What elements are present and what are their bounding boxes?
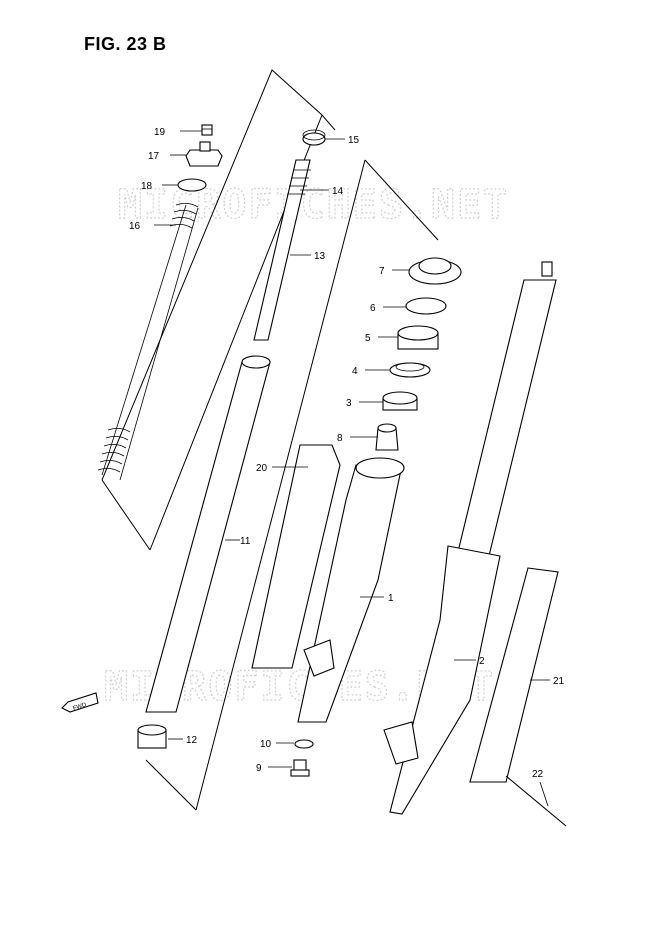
fwd-arrow-badge: FWD (61, 692, 99, 713)
callout-6: 6 (370, 303, 376, 314)
callout-13: 13 (314, 251, 326, 262)
part-2-fork-assembly (383, 261, 557, 815)
part-5-oil-seal (397, 325, 439, 350)
callout-18: 18 (141, 181, 153, 192)
callout-4: 4 (352, 366, 358, 377)
callout-14: 14 (332, 186, 344, 197)
part-15-ring (302, 129, 326, 146)
callout-8: 8 (337, 433, 343, 444)
part-8-oil-lock-piece (375, 423, 399, 451)
fwd-label: FWD (72, 702, 87, 712)
part-22-clamp-band (505, 775, 567, 827)
part-21-fork-guard (469, 567, 559, 783)
part-3-guide-bush (382, 391, 418, 411)
part-7-dust-seal (408, 257, 462, 285)
callout-20: 20 (256, 463, 268, 474)
part-callouts: 19 17 18 16 15 14 13 7 6 5 4 3 8 20 11 1… (129, 127, 565, 780)
callout-2: 2 (479, 656, 485, 667)
callout-22: 22 (532, 769, 544, 780)
callout-3: 3 (346, 398, 352, 409)
part-18-o-ring (177, 178, 207, 192)
callout-5: 5 (365, 333, 371, 344)
callout-17: 17 (148, 151, 160, 162)
part-1-outer-tube (297, 457, 405, 723)
callout-19: 19 (154, 127, 166, 138)
assembly-bracket-right (145, 159, 439, 811)
callout-16: 16 (129, 221, 141, 232)
part-4-seal-spacer (389, 362, 431, 378)
callout-12: 12 (186, 735, 198, 746)
part-16-fork-spring (97, 203, 199, 481)
figure-title: FIG. 23 B (84, 34, 167, 54)
part-10-washer (294, 739, 314, 749)
part-9-bolt (290, 759, 310, 777)
callout-21: 21 (553, 676, 565, 687)
part-11-inner-tube (145, 355, 271, 713)
part-12-slide-bush (137, 724, 167, 749)
part-13-damper-rod (253, 159, 311, 341)
callout-10: 10 (260, 739, 272, 750)
part-6-stopper-ring (405, 297, 447, 315)
part-17-fork-cap (185, 141, 223, 167)
part-19-cap-bolt (201, 124, 213, 136)
callout-11: 11 (240, 536, 251, 547)
leader-lines (154, 130, 550, 807)
callout-1: 1 (388, 593, 394, 604)
callout-9: 9 (256, 763, 262, 774)
callout-15: 15 (348, 135, 360, 146)
callout-7: 7 (379, 266, 385, 277)
part-20-fork-guard (251, 444, 341, 669)
